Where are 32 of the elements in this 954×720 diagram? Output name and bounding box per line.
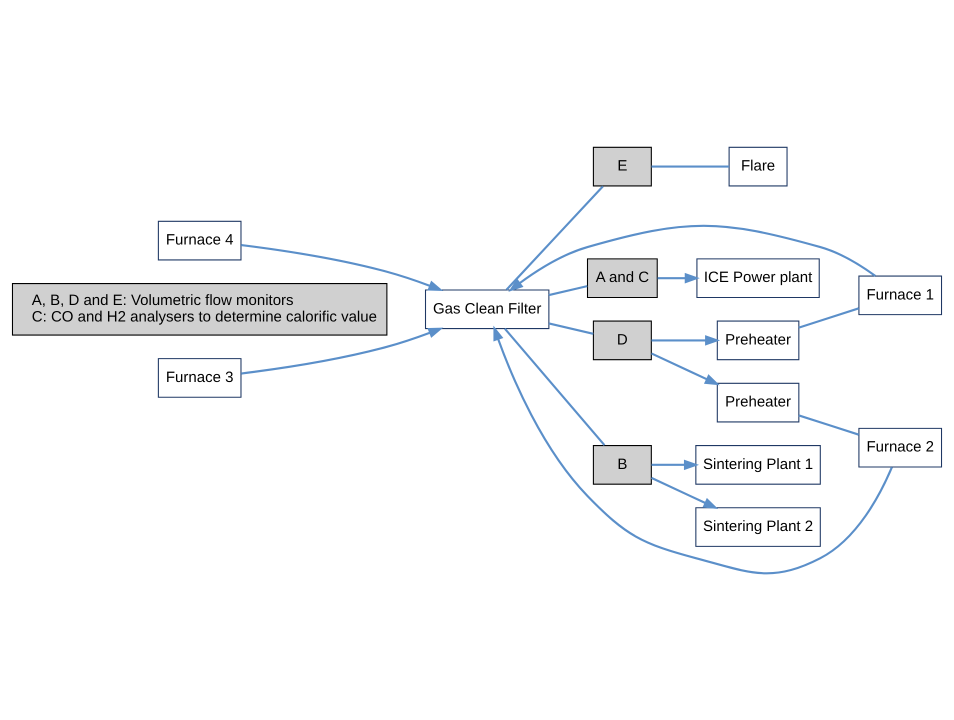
node-box: Preheater — [716, 320, 800, 360]
node-box: A, B, D and E: Volumetric flow monitors C: CO and H2 analysers to determine calorific value — [12, 282, 388, 336]
node-box: Sintering Plant 2 — [695, 506, 821, 546]
node-box: Flare — [728, 146, 788, 186]
node-box: E — [592, 146, 652, 186]
arrow — [493, 325, 893, 574]
arrow — [650, 476, 718, 509]
connector — [651, 165, 730, 168]
arrow — [651, 459, 699, 470]
arrow — [651, 334, 720, 346]
node-box: ICE Power plant — [696, 258, 820, 298]
node-box: D — [592, 320, 652, 360]
arrow — [241, 327, 444, 374]
arrow — [241, 244, 444, 290]
connector — [798, 414, 860, 436]
connector — [504, 327, 606, 446]
arrow — [650, 352, 720, 385]
node-box: Furnace 3 — [158, 358, 242, 398]
node-box: Preheater — [716, 382, 800, 422]
connector — [506, 185, 604, 290]
node-box: Furnace 1 — [858, 275, 942, 315]
node-box: Sintering Plant 1 — [695, 444, 821, 484]
connector — [548, 322, 594, 334]
arrow — [508, 224, 876, 292]
node-box: Furnace 2 — [858, 427, 942, 468]
node-box: A and C — [586, 258, 658, 298]
node-box: Gas Clean Filter — [424, 288, 550, 329]
arrow — [658, 272, 700, 283]
node-box: Furnace 4 — [158, 220, 242, 260]
node-box: B — [592, 444, 652, 484]
connector — [798, 306, 860, 328]
connector — [548, 284, 588, 296]
